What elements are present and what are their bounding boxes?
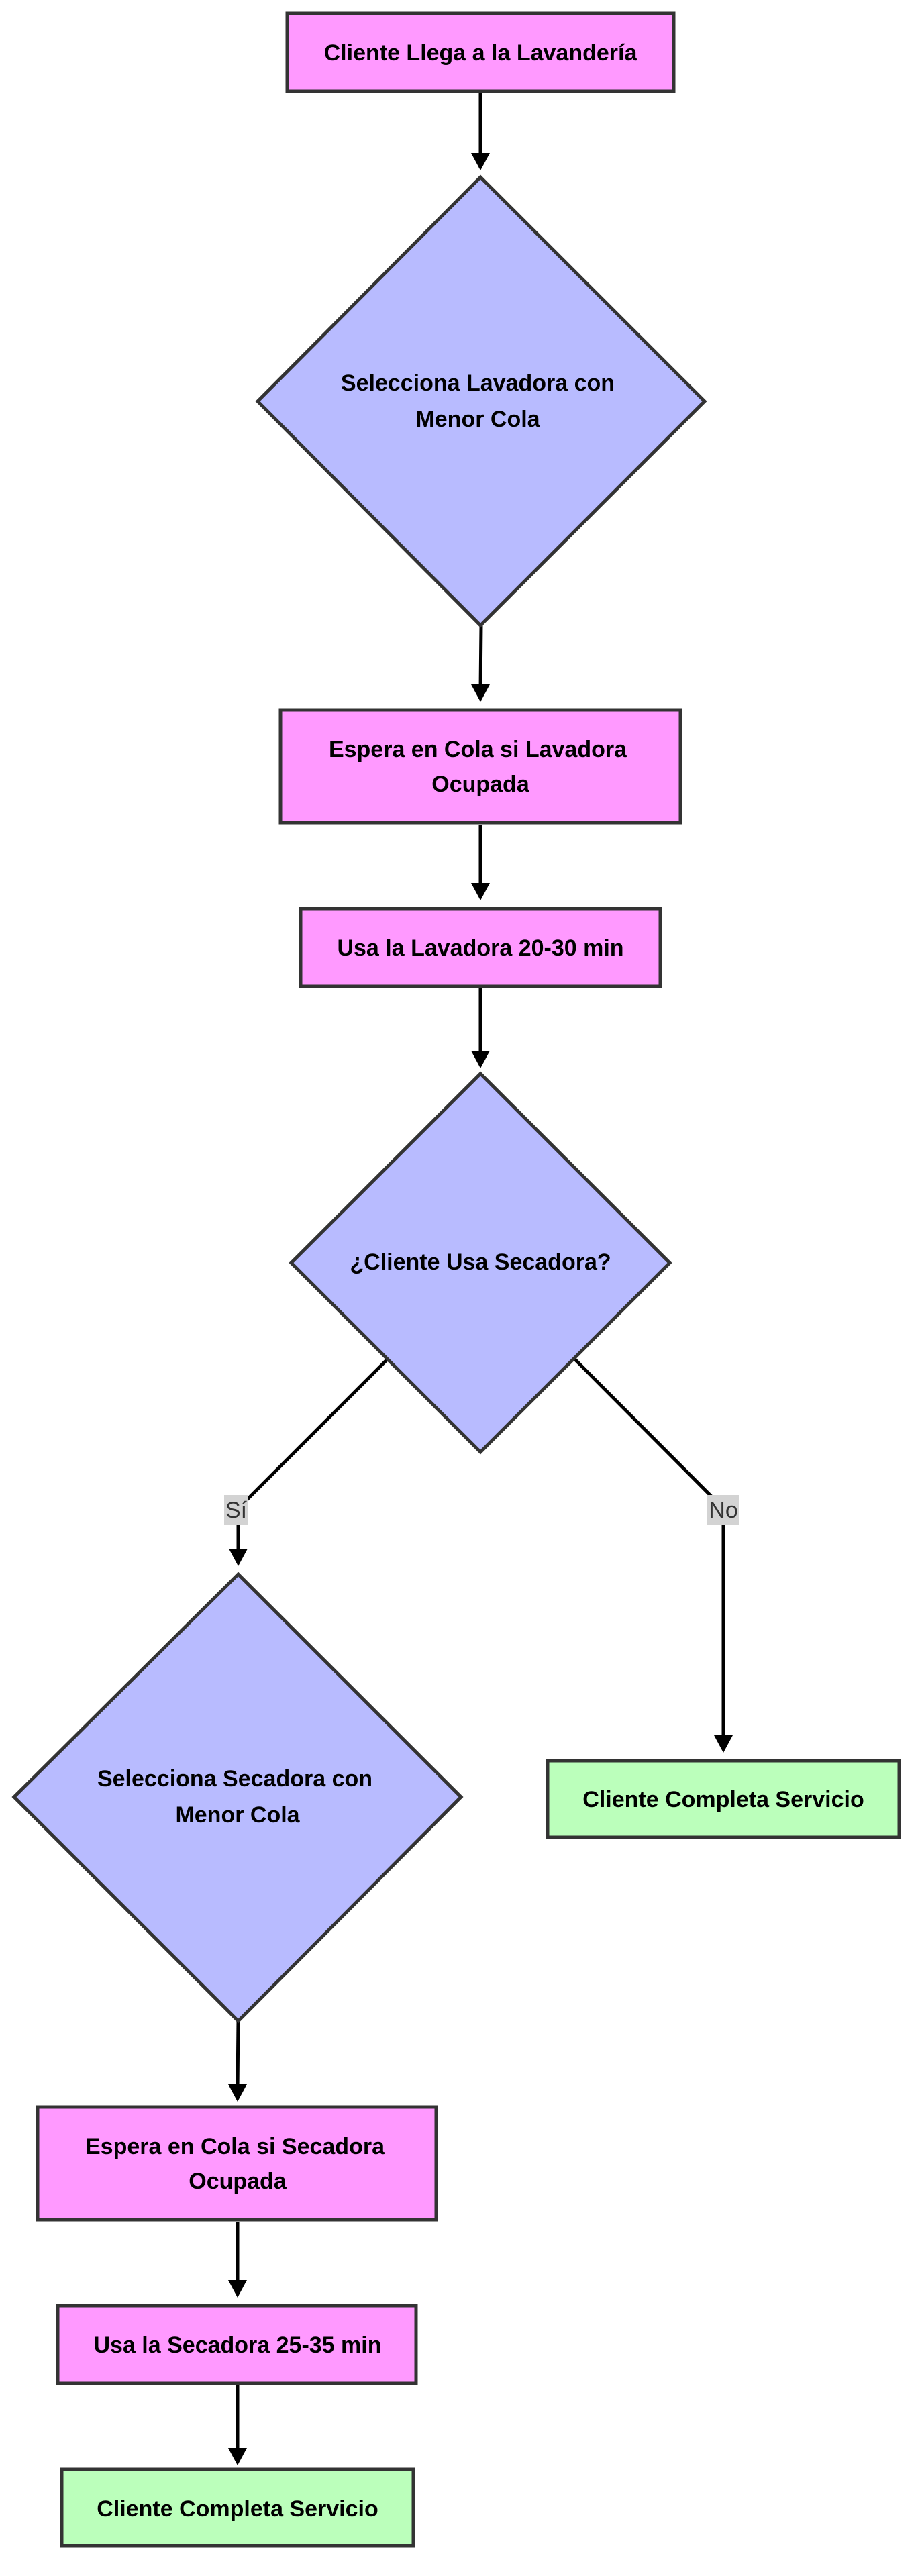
arrowhead [229,1549,248,1566]
node-uses-dryer: ¿Cliente Usa Secadora? [289,1071,672,1455]
edge-label-yes-text: Sí [225,1498,248,1523]
edge-uses-dryer-to-complete-no [573,1357,725,1739]
node-complete-no: Cliente Completa Servicio [546,1759,901,1839]
node-arrive-label: Cliente Llega a la Lavandería [324,40,638,66]
arrowhead [471,153,490,170]
node-wait-dryer-label-line2: Ocupada [189,2169,287,2194]
node-arrive: Cliente Llega a la Lavandería [285,11,676,93]
node-wait-dryer: Espera en Cola si Secadora Ocupada [36,2105,438,2222]
edge-uses-dryer-to-select-dryer [236,1357,389,1555]
node-wait-dryer-label-line1: Espera en Cola si Secadora [85,2134,385,2159]
node-select-washer-label-line1: Selecciona Lavadora con [341,370,615,396]
node-select-dryer: Selecciona Secadora con Menor Cola [11,1572,464,2024]
node-complete-no-label: Cliente Completa Servicio [582,1787,864,1812]
arrowhead [471,883,490,900]
node-select-washer: Selecciona Lavadora con Menor Cola [255,174,707,628]
node-complete-yes: Cliente Completa Servicio [60,2467,415,2548]
arrowhead [471,1051,490,1068]
node-wait-washer: Espera en Cola si Lavadora Ocupada [278,708,682,825]
node-uses-dryer-label: ¿Cliente Usa Secadora? [350,1249,611,1275]
node-use-dryer: Usa la Secadora 25-35 min [56,2304,418,2385]
arrowhead [471,684,490,702]
edge-label-no-text: No [709,1498,737,1523]
node-wait-washer-label-line1: Espera en Cola si Lavadora [329,737,627,762]
arrowhead [228,2448,247,2465]
node-select-washer-label-line2: Menor Cola [415,407,540,432]
node-complete-yes-label: Cliente Completa Servicio [97,2496,378,2522]
arrowhead [714,1735,733,1753]
edge-select-washer-to-wait-washer [478,625,483,692]
node-select-dryer-label-line1: Selecciona Secadora con [97,1766,372,1792]
arrowhead [228,2084,247,2102]
node-use-washer: Usa la Lavadora 20-30 min [299,907,662,988]
node-wait-washer-label-line2: Ocupada [431,772,530,797]
arrowhead [228,2280,247,2298]
node-select-dryer-label-line2: Menor Cola [175,1802,300,1828]
node-use-dryer-label: Usa la Secadora 25-35 min [93,2332,381,2358]
node-use-washer-label: Usa la Lavadora 20-30 min [337,935,623,961]
edge-label-no: No [707,1495,740,1525]
edge-label-yes: Sí [224,1495,248,1525]
